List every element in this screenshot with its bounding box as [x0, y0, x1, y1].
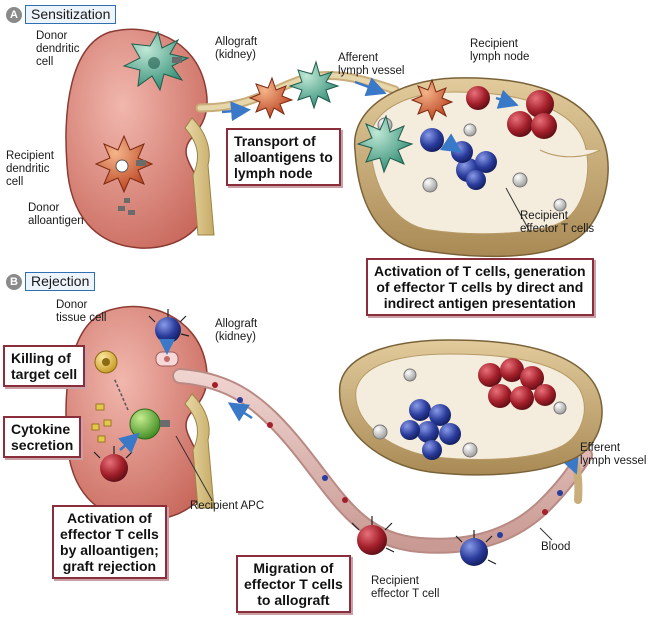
dendritic-cell-icon	[410, 78, 454, 122]
label-donor-dendritic-cell: Donor dendritic cell	[36, 30, 80, 68]
lymph-node-icon	[338, 339, 603, 476]
label-donor-alloantigen: Donor alloantigen	[28, 202, 84, 227]
box-activation-effector: Activation of effector T cells by alloan…	[52, 505, 167, 579]
t-cell-icon	[148, 309, 190, 343]
arrow-icon	[495, 89, 519, 109]
label-recipient-lymph-node: Recipient lymph node	[470, 38, 530, 63]
panel-letter: B	[6, 273, 22, 290]
box-activation-generation: Activation of T cells, generation of eff…	[366, 258, 594, 316]
box-cytokine-secretion: Cytokine secretion	[3, 416, 82, 458]
label-allograft-kidney-b: Allograft (kidney)	[215, 318, 258, 343]
label-recipient-effector-t-cell: Recipient effector T cell	[371, 575, 440, 600]
arrow-icon	[439, 133, 463, 153]
dendritic-cell-icon	[288, 60, 340, 110]
alloantigen-icon	[118, 198, 135, 215]
dendritic-cell-icon	[356, 114, 414, 174]
box-killing-target-cell: Killing of target cell	[3, 345, 86, 387]
box-migration-effector: Migration of effector T cells to allogra…	[236, 555, 351, 613]
label-donor-tissue-cell: Donor tissue cell	[56, 299, 107, 324]
blood-vessel	[172, 368, 593, 554]
cytokine-icon	[91, 403, 112, 443]
panel-title: Rejection	[25, 272, 96, 291]
label-efferent-lymph-vessel: Efferent lymph vessel	[580, 442, 647, 467]
donor-tissue-cell	[155, 339, 179, 367]
arrow-icon	[354, 77, 387, 97]
panel-header-a: A Sensitization	[6, 5, 117, 24]
label-recipient-effector-t-cells: Recipient effector T cells	[520, 210, 595, 235]
panel-title: Sensitization	[25, 5, 117, 24]
arrow-icon	[118, 432, 140, 454]
label-recipient-dendritic-cell: Recipient dendritic cell	[6, 150, 54, 188]
panel-letter: A	[6, 6, 22, 23]
label-allograft-kidney-a: Allograft (kidney)	[215, 36, 258, 61]
t-cell-icon	[455, 530, 497, 566]
t-cell-icon	[93, 446, 133, 482]
label-blood: Blood	[541, 541, 571, 553]
t-cell-icon	[400, 358, 556, 460]
label-afferent-lymph-vessel: Afferent lymph vessel	[338, 52, 405, 77]
arrow-icon	[221, 101, 251, 122]
dendritic-cell-icon	[94, 134, 154, 194]
arrow-icon	[227, 402, 253, 422]
t-cell-icon	[351, 516, 395, 555]
target-cell-icon	[94, 350, 118, 374]
panel-header-b: B Rejection	[6, 272, 96, 291]
dendritic-cell-icon	[122, 30, 190, 92]
box-transport-alloantigens: Transport of alloantigens to lymph node	[226, 128, 341, 186]
label-recipient-apc: Recipient APC	[190, 500, 265, 512]
dendritic-cell-icon	[248, 76, 294, 120]
kidney-icon	[65, 28, 215, 249]
apc-cell-icon	[129, 408, 170, 440]
